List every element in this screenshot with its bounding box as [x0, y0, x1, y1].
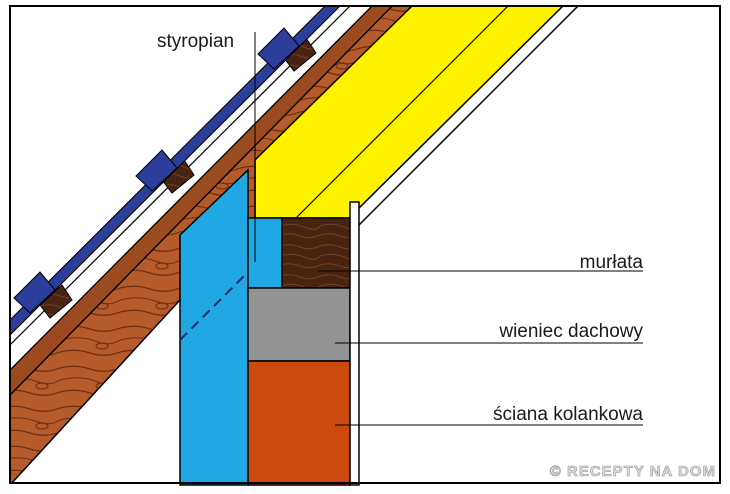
styrofoam-strip: [247, 217, 283, 289]
insulation-divider-line: [295, 6, 509, 219]
roof-membrane: [10, 6, 373, 371]
label-wieniec-dachowy: wieniec dachowy: [498, 321, 643, 342]
dashed-guide-line: [179, 234, 286, 341]
ring-beam-wieniec: [247, 287, 351, 362]
knee-wall: [247, 360, 351, 486]
watermark: © RECEPTY NA DOM: [550, 463, 716, 480]
tile-battens: [39, 37, 317, 319]
label-styropian: styropian: [157, 31, 234, 52]
label-murlata: murłata: [580, 252, 644, 273]
label-sciana-kolankowa: ściana kolankowa: [493, 404, 643, 425]
tile-clips: [13, 27, 300, 314]
wall-plate-murlata: [281, 217, 351, 289]
diagram-frame: [9, 5, 721, 484]
